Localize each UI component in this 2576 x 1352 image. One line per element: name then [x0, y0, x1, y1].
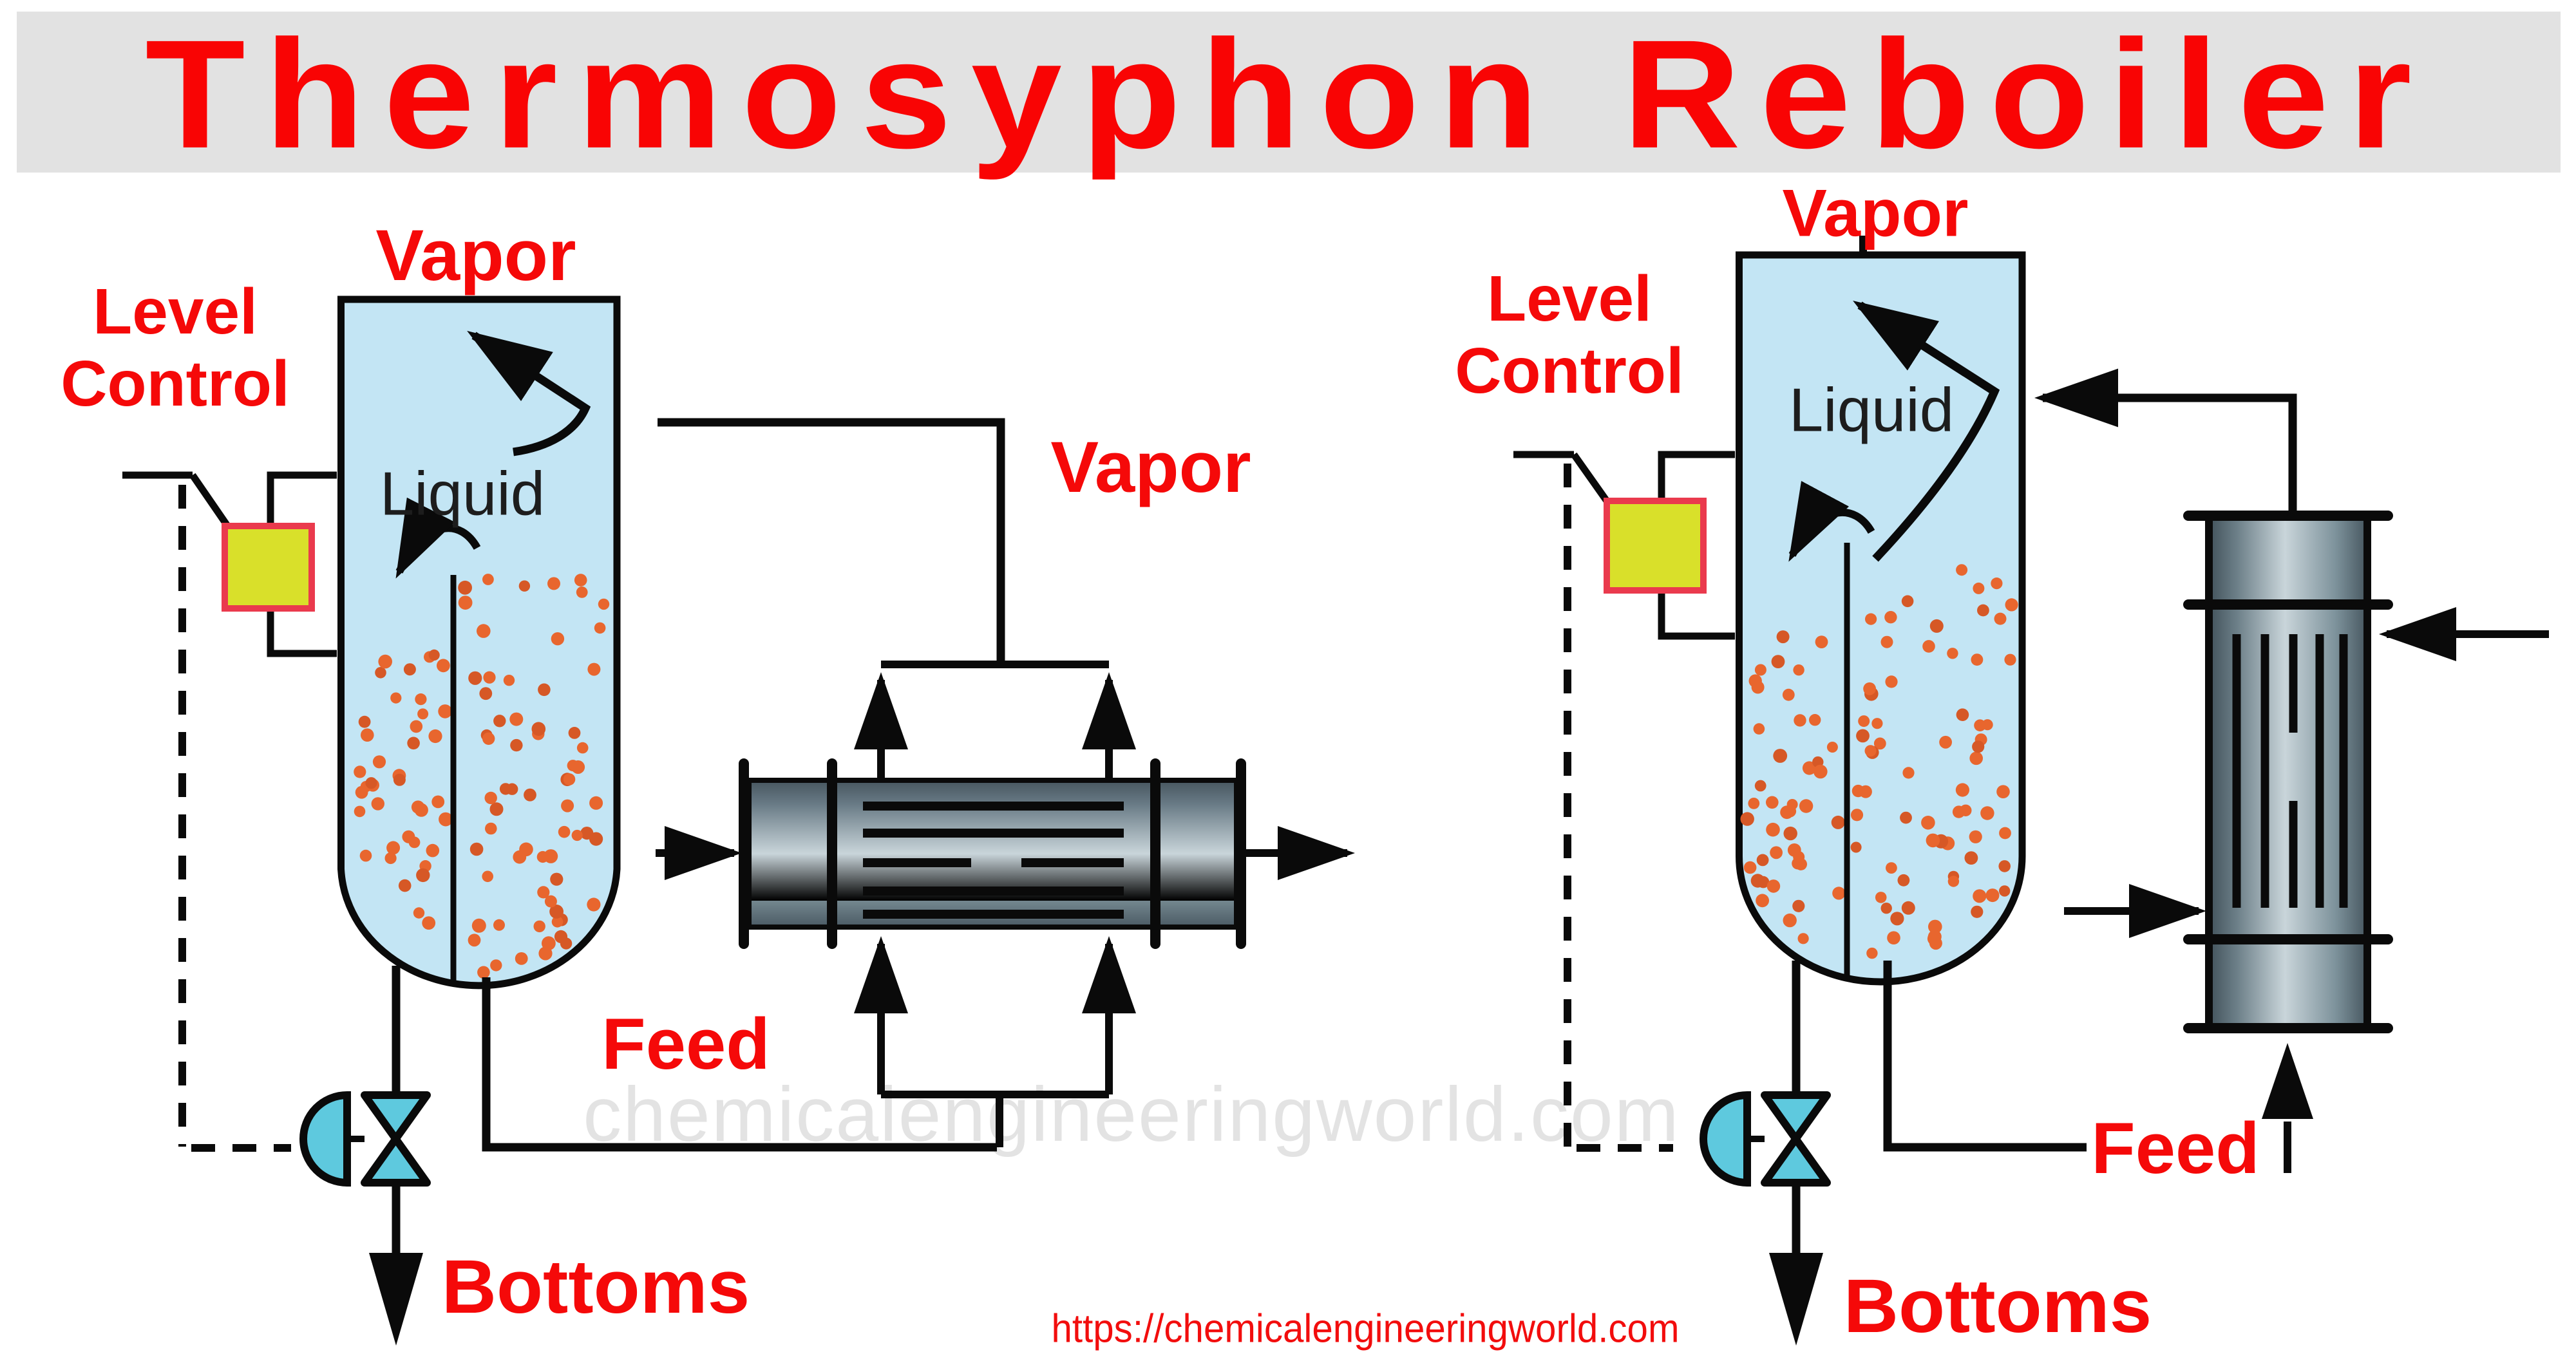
left-feed-pipe	[482, 977, 997, 1152]
right-vertical-exchanger	[2183, 511, 2393, 1033]
right-return-pipe-arrow	[2034, 368, 2297, 515]
left-column-bubbles	[354, 574, 610, 979]
right-level-control-label: Level Control	[1455, 263, 1684, 407]
right-column-bubbles	[1740, 564, 2018, 959]
left-weir-overflow-arrow	[395, 497, 481, 579]
left-vapor-outlet-label: Vapor	[1050, 427, 1251, 508]
left-liquid-label: Liquid	[379, 459, 545, 529]
left-vapor-arrow	[467, 330, 591, 456]
left-horizontal-exchanger	[739, 758, 1246, 949]
left-vapor-top-label: Vapor	[375, 215, 576, 296]
left-level-transmitter-box	[222, 523, 315, 612]
title-band	[17, 12, 2561, 173]
left-control-valve	[361, 1091, 431, 1187]
right-level-transmitter-box	[1604, 498, 1707, 594]
right-diagram	[1513, 236, 2549, 1346]
right-vapor-top-label: Vapor	[1782, 176, 1969, 251]
website-url: https://chemicalengineeringworld.com	[1051, 1306, 1680, 1351]
right-weir-overflow-arrow	[1788, 480, 1875, 562]
right-feed-pipe	[1883, 961, 2087, 1152]
right-liquid-label: Liquid	[1788, 375, 1955, 445]
page-title: Thermosyphon Reboiler	[145, 8, 2431, 180]
left-lc-diagonal	[189, 473, 231, 529]
exchanger-tubes	[863, 802, 1124, 919]
right-vapor-arrow	[1853, 300, 2000, 562]
left-vapor-outlet-pipe	[658, 418, 1005, 664]
left-feed-label: Feed	[601, 1004, 770, 1085]
exchanger-tubes	[2232, 634, 2348, 908]
right-bottoms-label: Bottoms	[1843, 1264, 2152, 1349]
right-valve-actuator	[1700, 1091, 1751, 1187]
right-bottoms-arrowhead	[1769, 1253, 1823, 1346]
right-feed-label: Feed	[2091, 1108, 2260, 1189]
left-bottoms-arrowhead	[369, 1253, 423, 1346]
right-control-valve	[1761, 1091, 1831, 1187]
left-diagram	[122, 296, 1355, 1346]
left-bottoms-label: Bottoms	[441, 1244, 750, 1330]
left-level-control-label: Level Control	[61, 276, 290, 420]
right-lc-diagonal	[1571, 452, 1611, 505]
right-feed-arrowhead	[2262, 1043, 2313, 1119]
right-column-shell	[1736, 251, 2026, 986]
left-valve-actuator	[299, 1091, 351, 1187]
